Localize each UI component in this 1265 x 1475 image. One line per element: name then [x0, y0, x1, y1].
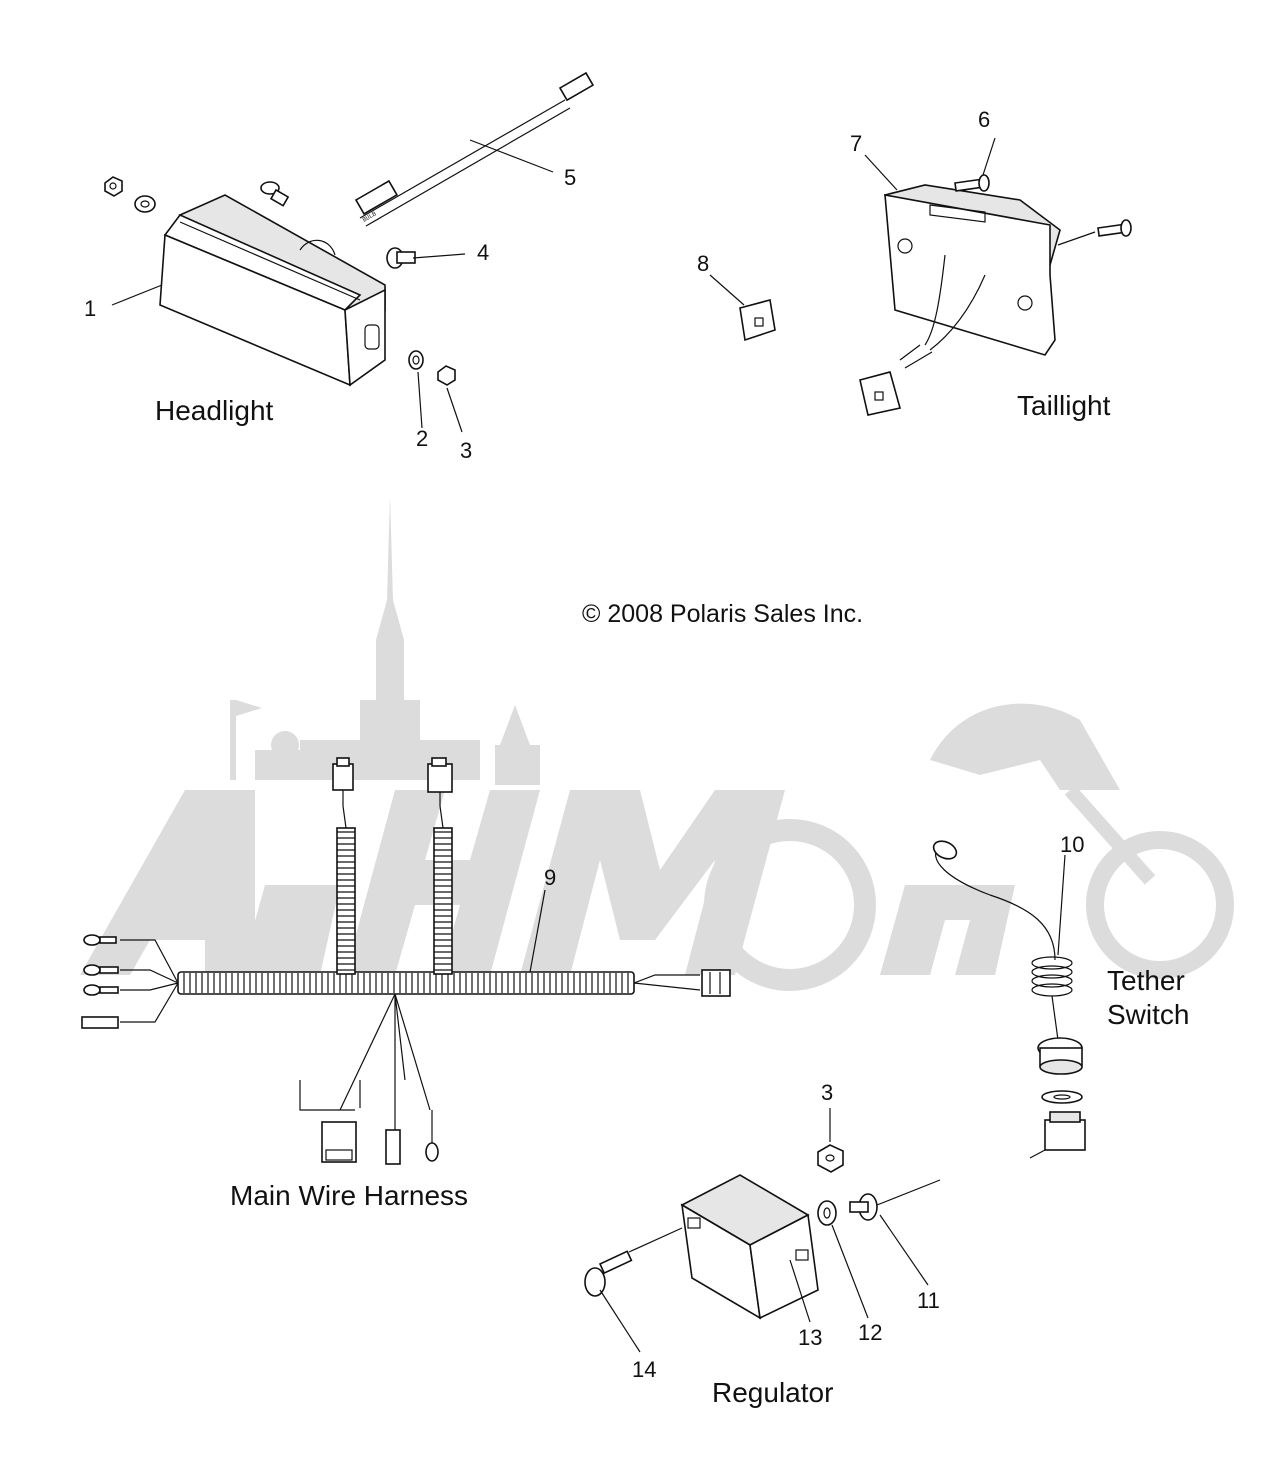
- callout-1: 1: [84, 296, 96, 321]
- callout-2: 2: [416, 426, 428, 451]
- callout-7: 7: [850, 131, 862, 156]
- taillight-assembly[interactable]: [884, 184, 1061, 369]
- nut-icon: [437, 365, 456, 386]
- ring-terminal-icon: [425, 1110, 439, 1162]
- headlight-group: BULB 1 2 3 4 5 Headlight: [84, 71, 595, 463]
- bullet-terminal-icon: [83, 964, 119, 976]
- spade-terminal-icon: [385, 1129, 401, 1165]
- callout-13: 13: [798, 1325, 822, 1350]
- bullet-terminal-icon: [83, 984, 119, 996]
- headlight-assembly[interactable]: [159, 194, 386, 387]
- callout-8: 8: [697, 251, 709, 276]
- switch-body-icon: [1029, 1111, 1086, 1159]
- tether-switch-label-line1: Tether: [1107, 965, 1185, 996]
- callout-14: 14: [632, 1357, 656, 1382]
- connector-icon: [332, 757, 354, 829]
- main-wire-harness[interactable]: [81, 757, 731, 1165]
- main-wire-harness-group: 9 Main Wire Harness: [81, 757, 731, 1211]
- watermark-lettering: [80, 790, 1015, 975]
- nut-icon: [817, 1144, 844, 1173]
- taillight-label: Taillight: [1017, 390, 1111, 421]
- bolt-icon: [584, 1227, 683, 1297]
- washer-icon: [1041, 1090, 1083, 1104]
- screw-icon: [849, 1179, 941, 1221]
- screw-icon: [1097, 219, 1132, 237]
- callout-3: 3: [460, 438, 472, 463]
- main-wire-harness-label: Main Wire Harness: [230, 1180, 468, 1211]
- nut-icon: [104, 176, 123, 197]
- regulator-label: Regulator: [712, 1377, 833, 1408]
- harness-branch-corrugation: [337, 831, 452, 971]
- bulb-harness[interactable]: BULB: [354, 71, 595, 227]
- speed-nut-icon: [739, 299, 776, 342]
- regulator-group: 3 11 12 13 14 Regulator: [584, 1080, 941, 1408]
- connector-icon: [321, 1121, 357, 1163]
- callout-3b: 3: [821, 1080, 833, 1105]
- callout-11: 11: [917, 1288, 940, 1313]
- callout-5: 5: [564, 165, 576, 190]
- washer-icon: [817, 1200, 837, 1226]
- spade-terminal-icon: [81, 1016, 119, 1029]
- callout-6: 6: [978, 107, 990, 132]
- ring-terminal-icon: [83, 934, 117, 946]
- callout-12: 12: [858, 1320, 882, 1345]
- screw-icon: [954, 174, 990, 192]
- switch-cap-icon: [1037, 1037, 1083, 1075]
- push-pin-icon: [260, 181, 290, 207]
- washer-icon: [408, 350, 424, 370]
- taillight-group: 6 7 8 Taillight: [697, 107, 1132, 421]
- callout-9: 9: [544, 865, 556, 890]
- pin-icon: [386, 247, 416, 269]
- coiled-cord-icon: [1031, 956, 1073, 997]
- harness-corrugation: [183, 973, 629, 993]
- tether-switch-group: 10 Tether Switch: [931, 832, 1189, 1159]
- speed-nut-icon: [859, 371, 901, 416]
- callout-4: 4: [477, 240, 489, 265]
- watermark-spire-icon: [230, 495, 540, 785]
- tether-switch[interactable]: [931, 838, 1086, 1159]
- regulator-module[interactable]: [680, 1174, 819, 1320]
- callout-10: 10: [1060, 832, 1084, 857]
- connector-icon: [701, 969, 731, 997]
- washer-icon: [134, 195, 156, 213]
- watermark-motorcycle-icon: [704, 703, 1234, 991]
- connector-icon: [427, 757, 453, 829]
- copyright-notice: © 2008 Polaris Sales Inc.: [582, 600, 863, 628]
- headlight-label: Headlight: [155, 395, 274, 426]
- tether-switch-label-line2: Switch: [1107, 999, 1189, 1030]
- watermark-logo: [80, 495, 1234, 991]
